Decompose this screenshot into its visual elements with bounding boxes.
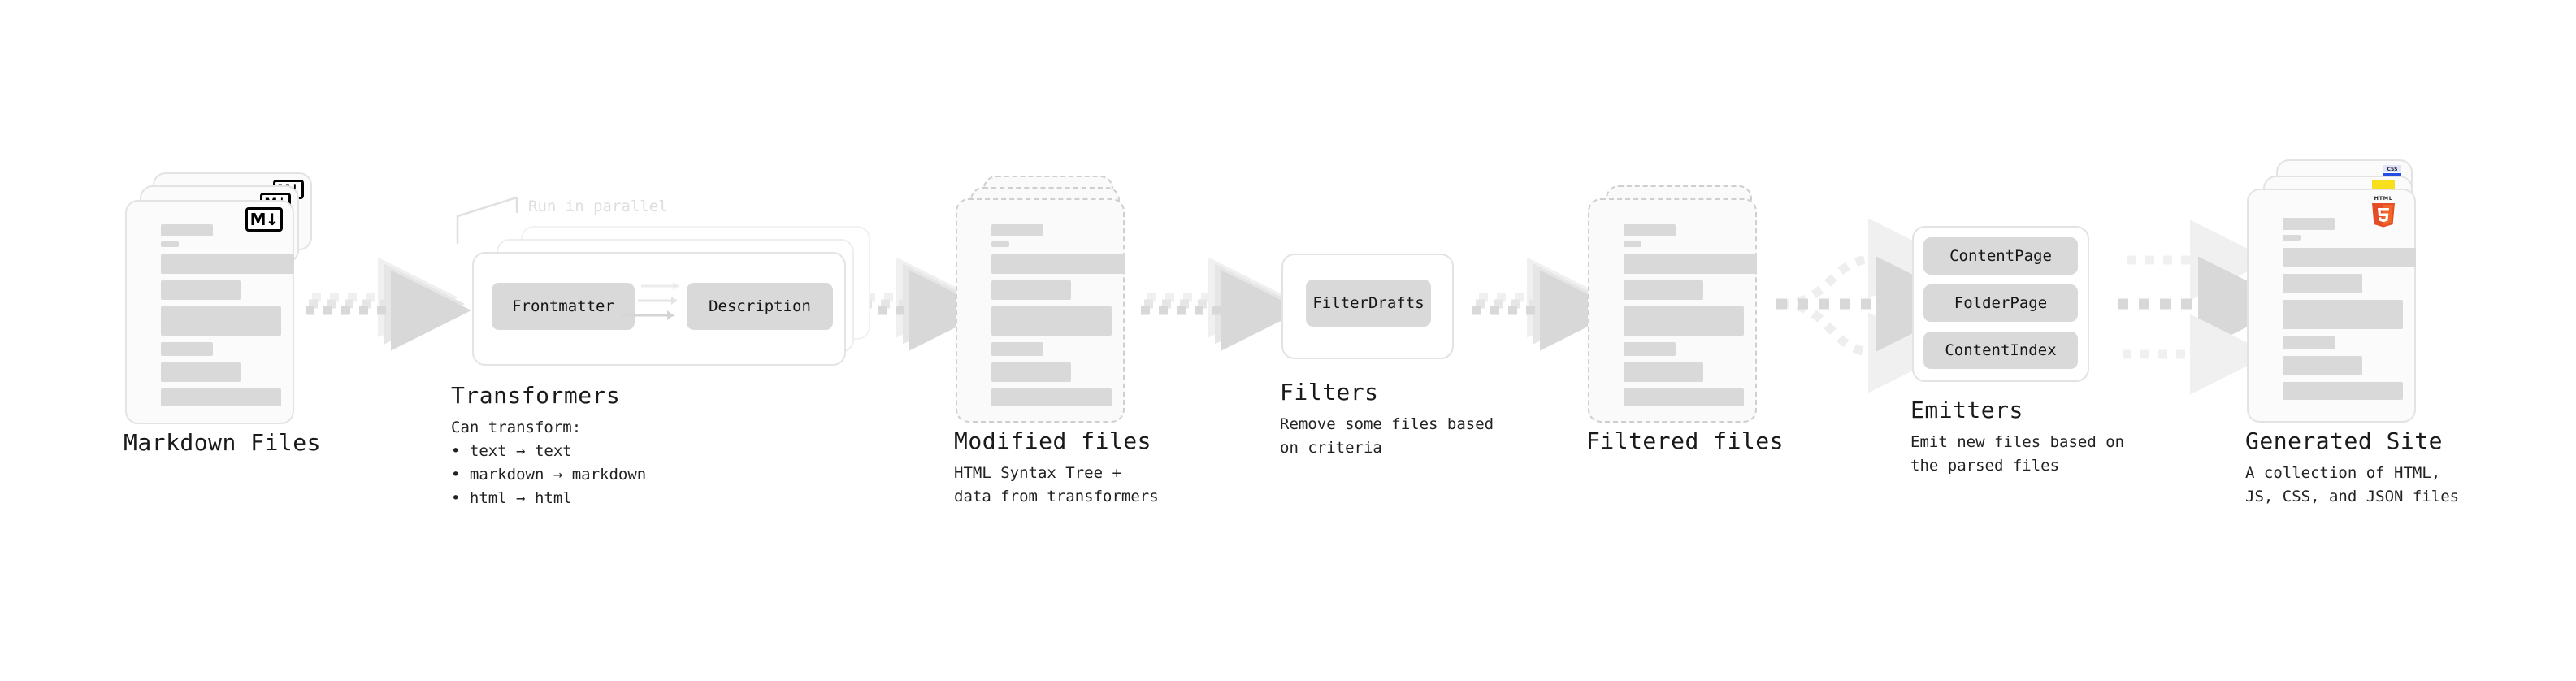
skeleton-line: [2283, 218, 2335, 230]
markdown-badge-icon: M↓: [245, 207, 283, 232]
arrow-markdown-to-transformers: [306, 257, 471, 351]
arrow-modified-to-filters: [1141, 257, 1302, 351]
skeleton-line: [2283, 382, 2403, 400]
skeleton-line: [991, 224, 1043, 236]
skeleton-line: [991, 388, 1112, 406]
stage-heading-markdown-files: Markdown Files: [124, 429, 322, 456]
skeleton-line: [161, 306, 281, 336]
skeleton-line: [161, 224, 213, 236]
skeleton-line: [1624, 388, 1744, 406]
skeleton-line: [161, 342, 213, 356]
stage-heading-filters: Filters: [1280, 379, 1379, 406]
skeleton-line: [1624, 224, 1676, 236]
stage-description-filters: Remove some files based on criteria: [1280, 415, 1494, 457]
html5-badge: HTML: [2372, 195, 2395, 228]
skeleton-line: [2283, 336, 2335, 349]
emitter-chip-contentpage[interactable]: ContentPage: [1923, 237, 2078, 275]
skeleton-line: [1624, 254, 1757, 274]
stage-description-emitters: Emit new files based on the parsed files: [1910, 433, 2125, 475]
svg-text:HTML: HTML: [2374, 195, 2393, 202]
skeleton-line: [2283, 300, 2403, 329]
transformers-bullet-text: • text → text: [451, 442, 572, 460]
filtered-card-stack: [1576, 0, 1772, 423]
arrow-filters-to-filtered: [1472, 257, 1620, 351]
skeleton-line: [991, 280, 1071, 300]
skeleton-line: [991, 241, 1009, 247]
skeleton-line: [2283, 274, 2362, 293]
skeleton-line: [1624, 241, 1641, 247]
skeleton-line: [161, 241, 179, 247]
stage-description-modified-files: HTML Syntax Tree + data from transformer…: [954, 464, 1159, 505]
generated-site-card-stack: CSS HTML: [2231, 0, 2442, 423]
transformer-chip-frontmatter[interactable]: Frontmatter: [492, 283, 635, 330]
skeleton-line: [991, 254, 1125, 274]
skeleton-line: [1624, 362, 1703, 382]
stage-heading-filtered-files: Filtered files: [1586, 427, 1785, 454]
skeleton-line: [161, 280, 241, 300]
markdown-badge-text: M↓: [248, 210, 280, 229]
stage-description-generated-site: A collection of HTML, JS, CSS, and JSON …: [2245, 464, 2460, 505]
skeleton-line: [1624, 342, 1676, 356]
skeleton-line: [2283, 248, 2416, 267]
stage-markdown-files: M↓ M↓ M↓ Markdow: [122, 0, 321, 456]
run-in-parallel-label: Run in parallel: [528, 197, 668, 215]
css3-badge: CSS: [2383, 165, 2401, 176]
transformers-bullet-markdown: • markdown → markdown: [451, 466, 647, 484]
arrow-filtered-to-emitters: [1776, 218, 1971, 393]
transformers-bullet-html: • html → html: [451, 489, 572, 507]
stage-heading-modified-files: Modified files: [954, 427, 1152, 454]
emitter-chip-folderpage[interactable]: FolderPage: [1923, 284, 2078, 322]
skeleton-line: [1624, 306, 1744, 336]
markdown-card-stack: M↓ M↓ M↓: [122, 0, 317, 424]
skeleton-line: [2283, 356, 2362, 375]
transformer-chip-description[interactable]: Description: [687, 283, 833, 330]
stage-heading-transformers: Transformers: [451, 382, 621, 409]
skeleton-line: [991, 362, 1071, 382]
stage-generated-site: CSS HTML Gener: [2231, 0, 2459, 505]
arrow-emitters-to-site: [2118, 219, 2293, 395]
skeleton-line: [1624, 280, 1703, 300]
stage-filtered-files: Filtered files: [1576, 0, 1784, 454]
stage-description-transformers: Can transform: • text → text • markdown …: [451, 416, 792, 510]
stage-modified-files: Modified files HTML Syntax Tree + data f…: [943, 0, 1159, 505]
skeleton-line: [161, 362, 241, 382]
stage-heading-emitters: Emitters: [1910, 397, 2023, 423]
skeleton-line: [991, 342, 1043, 356]
modified-card-stack: [943, 0, 1138, 423]
run-in-parallel-brace: [456, 196, 518, 244]
skeleton-line: [2283, 235, 2301, 241]
stage-heading-generated-site: Generated Site: [2245, 427, 2444, 454]
skeleton-line: [161, 254, 294, 274]
svg-text:CSS: CSS: [2387, 167, 2398, 172]
skeleton-line: [991, 306, 1112, 336]
emitter-chip-contentindex[interactable]: ContentIndex: [1923, 332, 2078, 369]
filter-chip-filterdrafts[interactable]: FilterDrafts: [1306, 280, 1431, 327]
skeleton-line: [161, 388, 281, 406]
transformer-internal-arrows: [622, 282, 679, 320]
transformers-desc-title: Can transform:: [451, 419, 582, 436]
